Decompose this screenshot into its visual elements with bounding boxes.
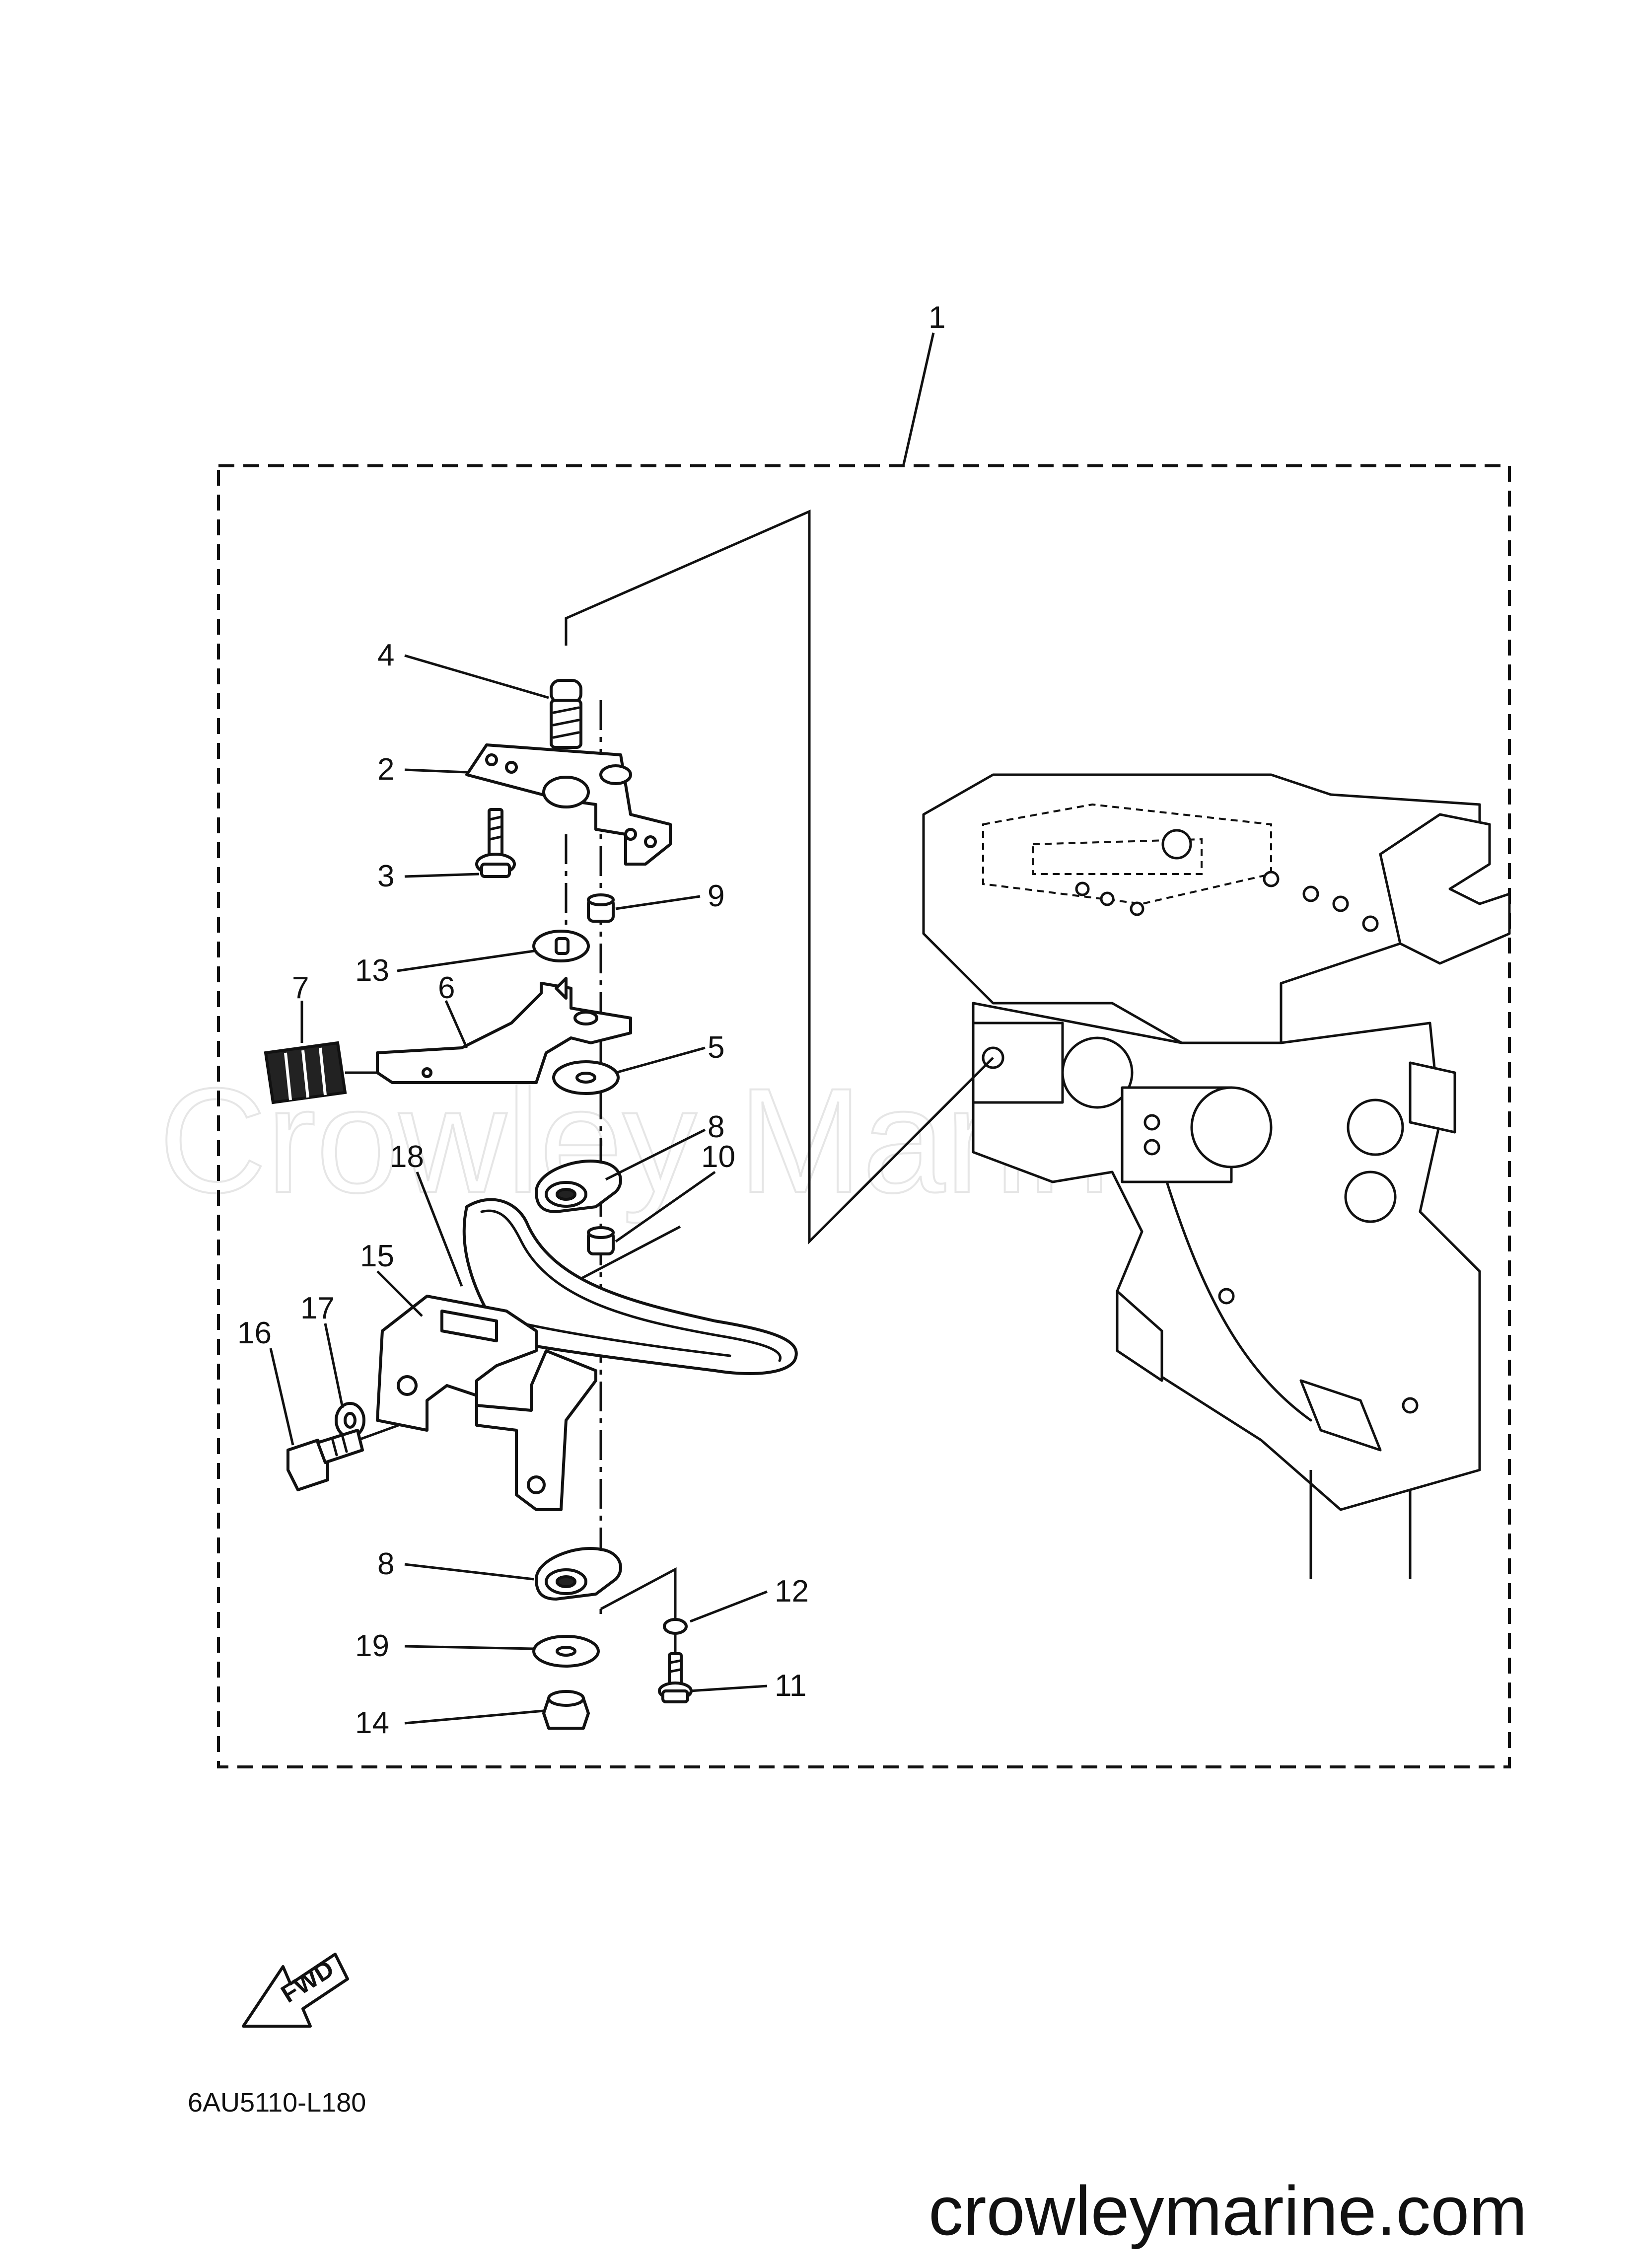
- callout-14: 14: [355, 1706, 389, 1740]
- part-10-collar: [587, 1226, 615, 1255]
- part-9-collar: [587, 893, 615, 923]
- callout-13: 13: [355, 953, 389, 988]
- callout-16: 16: [237, 1316, 272, 1350]
- part-8-bushing-lower: [535, 1547, 622, 1601]
- part-6-lever: [376, 977, 632, 1084]
- diagram-code: 6AU5110-L180: [188, 2088, 366, 2118]
- callout-2: 2: [377, 752, 394, 787]
- part-8-bushing-upper: [535, 1160, 622, 1213]
- callout-4: 4: [377, 638, 394, 672]
- part-15-bracket: [376, 1295, 597, 1511]
- callout-6: 6: [438, 971, 455, 1005]
- part-14-nut: [542, 1690, 590, 1730]
- part-13-clip: [532, 930, 590, 962]
- callout-3: 3: [377, 859, 394, 893]
- part-7-knob: [264, 1041, 347, 1104]
- callout-11: 11: [775, 1669, 806, 1703]
- callout-1: 1: [928, 300, 945, 335]
- part-5-washer: [552, 1060, 620, 1095]
- assembly-guide-lines: [345, 510, 994, 1654]
- part-4-pin: [550, 679, 582, 749]
- part-11-screw: [658, 1652, 693, 1703]
- callout-17: 17: [300, 1291, 335, 1325]
- callout-12: 12: [775, 1574, 809, 1609]
- footer-url: crowleymarine.com: [928, 2172, 1527, 2250]
- fwd-arrow-icon: FWD: [242, 1953, 349, 2028]
- callout-19: 19: [355, 1629, 389, 1663]
- part-12-washer: [663, 1618, 688, 1635]
- assembly-boundary: [217, 464, 1511, 1768]
- callout-5: 5: [708, 1030, 724, 1065]
- callout-15: 15: [360, 1239, 394, 1273]
- callout-10: 10: [701, 1140, 735, 1174]
- part-19-washer: [532, 1635, 600, 1668]
- callout-8-lower: 8: [377, 1547, 394, 1581]
- callout-7: 7: [292, 971, 309, 1005]
- callout-8-upper: 8: [708, 1110, 724, 1144]
- part-2-plate: [465, 743, 672, 866]
- part-3-screw: [475, 808, 516, 878]
- callout-leaders: [269, 332, 935, 1725]
- callout-labels: 1 4 2 3 9 13 6 7 5 8 10 18 15 17 16 8 12…: [237, 300, 945, 1740]
- part-16-bolt: [286, 1429, 364, 1491]
- callout-9: 9: [708, 879, 724, 913]
- engine-bracket-background: [922, 773, 1511, 1579]
- callout-18: 18: [390, 1140, 424, 1174]
